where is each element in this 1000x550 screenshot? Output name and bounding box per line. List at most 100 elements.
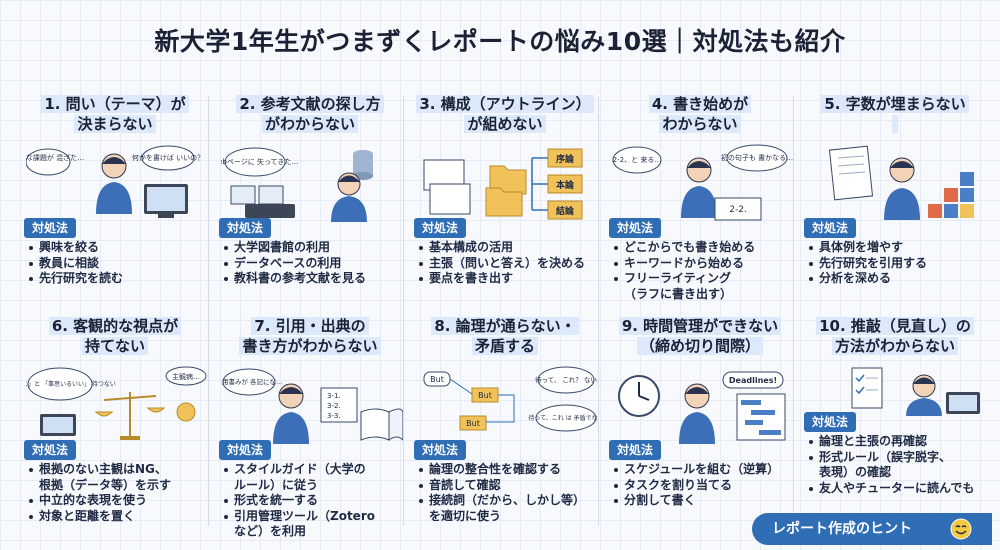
card-heading: 10. 推敲（見直し）の 方法がわからない [798,316,992,374]
but-label: But [478,391,492,400]
remedy-item: どこからでも書き始める [613,240,799,256]
card-heading: 2. 参考文献の探し方 がわからない [213,94,407,152]
card-heading: 8. 論理が通らない・ 矛盾する [408,316,602,374]
deadline-bubble-text: Deadlines! [729,376,777,385]
problem-card-6: 6. 客観的な視点が 持てない 「思いえ」と 「事思いるいい」 持つない 主観病… [4,316,214,534]
thought-bubble-text: 待って、これ は 矛盾でない [528,414,598,422]
remedy-item: 教科書の参考文献を見る [223,271,409,287]
card-heading: 9. 時間管理ができない （締め切り間際） [603,316,797,374]
remedy-list: 基本構成の活用 主張（問いと答え）を決める 要点を書き出す [418,240,604,287]
remedy-badge: 対処法 [414,440,467,460]
remedy-badge: 対処法 [219,440,272,460]
heading-line-2: 決まらない [74,115,156,133]
problem-card-7: 7. 引用・出典の 書き方がわからない 引用書みが 各記にな… 3-1. 3-2… [213,316,407,538]
problem-card-3: 3. 構成（アウトライン） が組めない 序論 本論 結論 対処法 基本構成の活用… [408,94,602,312]
heading-line-2: （締め切り間際） [636,337,763,355]
thought-bubble-text: 初の句子も 書かなる… [721,153,793,162]
remedy-item: 先行研究を読む [28,271,214,287]
column-divider [208,96,209,526]
footer-banner: レポート作成のヒント [752,513,992,545]
remedy-list: 興味を絞る 教員に相談 先行研究を読む [28,240,214,287]
problem-card-8: 8. 論理が通らない・ 矛盾する But But But 待って、 これ？ ない… [408,316,604,534]
heading-line-1: 9. 時間管理ができない [618,317,782,335]
remedy-list: 論理と主張の再確認 形式ルール（誤字脱字、 表現）の確認 友人やチューターに読ん… [808,434,994,496]
page-title: 新大学1年生がつまずくレポートの悩み10選｜対処法も紹介 [154,27,846,56]
heading-line-1: 4. 書き始めが [648,95,752,113]
thought-bubble-text: 広んな課題が 混ざた… [26,153,84,162]
remedy-badge: 対処法 [609,440,662,460]
remedy-item: 分析を深める [808,271,994,287]
remedy-list: スケジュールを組む（逆算） タスクを割り当てる 分割して書く [613,462,799,509]
thought-bubble-text: 待って、 これ？ ない [535,375,597,384]
remedy-item: 対象と距離を置く [28,509,214,525]
heading-line-2: 持てない [81,337,148,355]
remedy-badge: 対処法 [609,218,662,238]
heading-line-2: がわからない [261,115,358,133]
heading-line-1: 3. 構成（アウトライン） [416,95,594,113]
remedy-item: スケジュールを組む（逆算） [613,462,799,478]
review-checklist-illustration [806,366,988,416]
remedy-item: 基本構成の活用 [418,240,604,256]
remedy-badge: 対処法 [804,412,857,432]
problem-card-1: 1. 問い（テーマ）が 決まらない 広んな課題が 混ざた… 何かを書けば いいの… [12,94,214,312]
remedy-badge: 対処法 [804,218,857,238]
remedy-badge: 対処法 [414,218,467,238]
balance-scale-illustration: 「思いえ」と 「事思いるいい」 持つない 主観病… [4,366,208,444]
outline-box-label: 結論 [556,205,575,217]
problem-card-2: 2. 参考文献の探し方 がわからない Webページに 矢ってきた… 対処法 大学… [212,94,409,312]
outline-list-line: 3-1. [327,392,341,400]
remedy-item: 具体例を増やす [808,240,994,256]
outline-box-label: 本論 [556,179,575,191]
remedy-item: キーワードから始める [613,256,799,272]
remedy-item: タスクを割り当てる [613,478,799,494]
thought-bubble-text: 何かを書けば いいの？ [132,153,204,162]
heading-line-1: 10. 推敲（見直し）の [816,317,974,335]
remedy-list: 根拠のない主観はNG、 根拠（データ等）を示す 中立的な表現を使う 対象と距離を… [28,462,214,524]
remedy-item: 主張（問いと答え）を決める [418,256,604,272]
logic-flow-illustration: But But But 待って、 これ？ ない 待って、これ は 矛盾でない [416,366,604,444]
remedy-badge: 対処法 [24,218,77,238]
thought-bubble-text: 引用書みが 各記にな… [221,377,283,386]
remedy-item: 興味を絞る [28,240,214,256]
remedy-item: 論理の整合性を確認する [418,462,604,478]
heading-line-1: 1. 問い（テーマ）が [41,95,189,113]
outline-list-line: 3-2. [327,402,341,410]
remedy-badge: 対処法 [219,218,272,238]
heading-line-2: が組めない [464,115,546,133]
column-divider [793,96,794,526]
remedy-item: 先行研究を引用する [808,256,994,272]
notebook-text: 2-2. [729,205,747,215]
remedy-list: スタイルガイド（大学の ルール）に従う 形式を統一する 引用管理ツール（Zote… [223,462,409,540]
heading-line-2: 矛盾する [471,337,538,355]
remedy-item: 形式ルール（誤字脱字、 表現）の確認 [808,450,994,481]
heading-line-1: 5. 字数が埋まらない [821,95,969,113]
remedy-item: 根拠のない主観はNG、 根拠（データ等）を示す [28,462,214,493]
remedy-item: 友人やチューターに読んでも [808,481,994,497]
card-heading: 6. 客観的な視点が 持てない [18,316,212,374]
remedy-item: 接続詞（だから、しかし等） を適切に使う [418,493,604,524]
but-label: But [430,375,444,384]
student-with-paper-and-blocks-illustration [806,144,988,222]
footer-text: レポート作成のヒント [772,521,912,537]
heading-line-1: 7. 引用・出典の [251,317,369,335]
remedy-item: フリーライティング （ラフに書き出す） [613,271,799,302]
remedy-item: 形式を統一する [223,493,409,509]
remedy-list: 具体例を増やす 先行研究を引用する 分析を深める [808,240,994,287]
remedy-item: 教員に相談 [28,256,214,272]
problem-card-9: 9. 時間管理ができない （締め切り間際） Deadlines! 対処法 スケジ… [603,316,797,534]
problem-card-5: 5. 字数が埋まらない 対処法 具体例を増やす 先行研究を引用する 分析を深める [798,94,992,312]
heading-line-1: 6. 客観的な視点が [48,317,182,335]
student-writing-illustration: 2-2、と 来る… 初の句子も 書かなる… 2-2. [611,144,793,222]
remedy-item: 中立的な表現を使う [28,493,214,509]
student-at-computer-illustration: 広んな課題が 混ざた… 何かを書けば いいの？ [12,144,208,222]
problem-card-4: 4. 書き始めが わからない 2-2、と 来る… 初の句子も 書かなる… 2-2… [603,94,797,312]
card-heading: 3. 構成（アウトライン） が組めない [408,94,602,152]
heading-line-1: 8. 論理が通らない・ [431,317,579,335]
thought-bubble-text: 「思いえ」と 「事思いるいい」 持つない [26,380,116,388]
but-label: But [466,419,480,428]
problem-card-10: 10. 推敲（見直し）の 方法がわからない 対処法 論理と主張の再確認 形式ルー… [798,316,992,534]
outline-folders-illustration: 序論 本論 結論 [416,144,598,222]
remedy-item: 引用管理ツール（Zotero など）を利用 [223,509,409,540]
thought-bubble-text: 2-2、と 来る… [613,156,662,164]
deadline-clock-illustration: Deadlines! [611,366,793,444]
